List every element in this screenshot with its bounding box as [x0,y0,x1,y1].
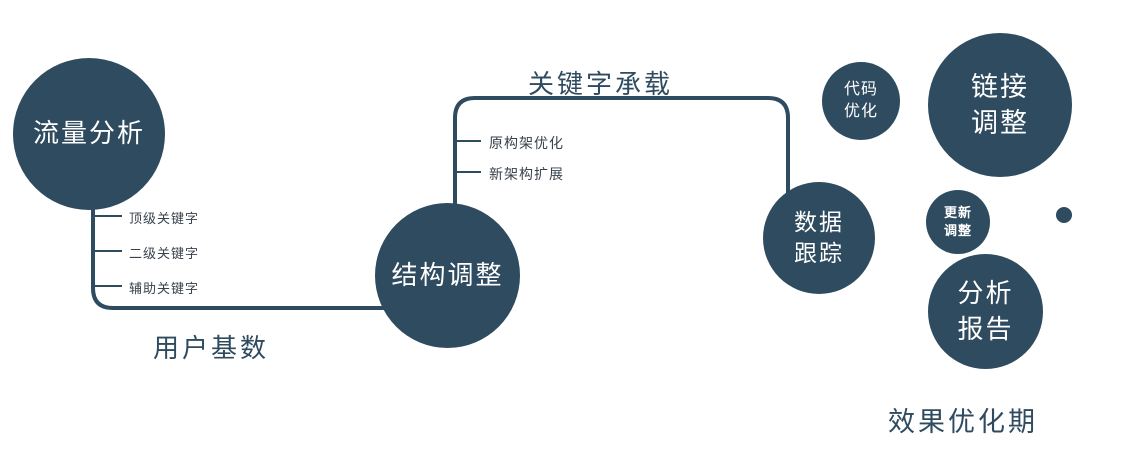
edge-label-user-base: 用户基数 [153,333,270,363]
edge-label-keyword-bearing: 关键字承载 [528,69,674,99]
edge-traffic-to-structure [91,195,395,310]
node-code-optimization-label-line2: 优化 [843,103,878,120]
node-update-adjustment-label-line1: 更新 [943,205,972,221]
node-code-optimization-label-line1: 代码 [843,81,878,99]
node-structure-adjustment-label: 结构调整 [391,259,504,290]
node-analysis-report: 分析 报告 [928,254,1043,369]
node-data-tracking-label-line2: 跟踪 [794,240,844,266]
bullet-dot [1056,207,1072,223]
node-analysis-report-label-line1: 分析 [957,278,1014,309]
node-data-tracking-label-line1: 数据 [794,208,844,235]
node-traffic-analysis: 流量分析 [13,58,165,210]
tick-label-second-keyword: 二级关键字 [129,246,200,261]
tick-label-new-architecture: 新架构扩展 [489,166,564,182]
node-link-adjustment-label-line2: 调整 [971,108,1029,138]
tick-label-top-keyword: 顶级关键字 [129,211,200,226]
node-structure-adjustment: 结构调整 [375,203,520,348]
node-update-adjustment-label-line2: 调整 [943,223,972,238]
edge-structure-to-data-tracking [453,96,790,206]
node-link-adjustment: 链接 调整 [928,33,1072,177]
node-traffic-analysis-label: 流量分析 [32,118,145,149]
tick-label-auxiliary-keyword: 辅助关键字 [129,281,200,296]
tick-label-original-architecture: 原构架优化 [489,135,564,151]
node-analysis-report-label-line2: 报告 [957,313,1014,344]
node-data-tracking: 数据 跟踪 [763,182,875,294]
node-link-adjustment-label-line1: 链接 [971,71,1029,102]
node-code-optimization: 代码 优化 [822,62,900,140]
caption-effect-optimization-period: 效果优化期 [888,407,1038,437]
node-update-adjustment: 更新 调整 [926,190,990,254]
